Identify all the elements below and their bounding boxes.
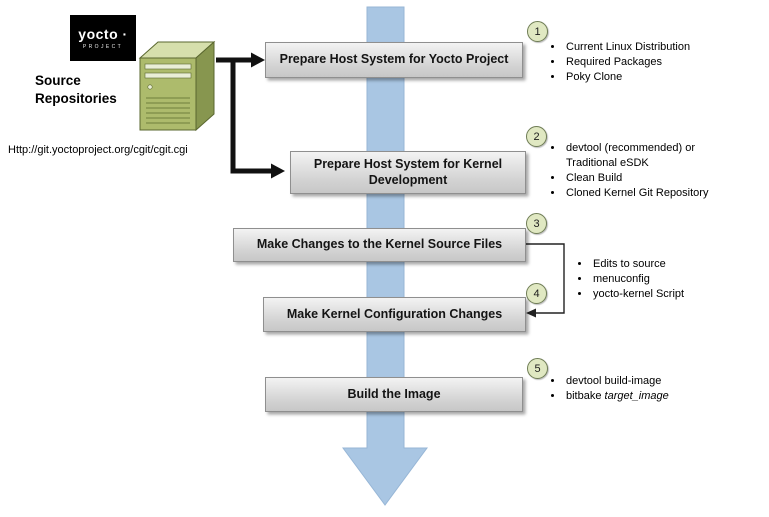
step-number-3: 3 (526, 213, 547, 234)
step-box-3: Make Changes to the Kernel Source Files (233, 228, 526, 262)
step-number-4: 4 (526, 283, 547, 304)
bullet-item: menuconfig (591, 272, 751, 287)
bullet-item: Poky Clone (564, 70, 769, 85)
step-3-label: Make Changes to the Kernel Source Files (256, 237, 503, 252)
bullet-text: bitbake (566, 390, 605, 402)
step-5-label: Build the Image (347, 386, 441, 401)
step-4-label: Make Kernel Configuration Changes (286, 306, 503, 321)
bullet-item: Edits to source (591, 257, 751, 272)
connector-steps-3-4 (525, 243, 565, 318)
source-repositories-label: Source Repositories (35, 73, 117, 107)
bullet-item: devtool (recommended) or Traditional eSD… (564, 141, 769, 171)
step-1-label: Prepare Host System for Yocto Project (279, 52, 509, 67)
bullet-item: Clean Build (564, 171, 769, 186)
bullet-item: yocto-kernel Script (591, 287, 751, 302)
step-box-2: Prepare Host System for Kernel Developme… (290, 151, 526, 194)
yocto-logo-wordmark: yocto · (78, 26, 128, 42)
step-1-bullets: Current Linux Distribution Required Pack… (550, 40, 769, 85)
bullet-italic-text: target_image (604, 390, 669, 402)
source-repository-url: Http://git.yoctoproject.org/cgit/cgit.cg… (8, 144, 188, 156)
yocto-logo-subtitle: PROJECT (82, 44, 124, 50)
server-icon (138, 40, 216, 132)
bullet-item: Cloned Kernel Git Repository (564, 186, 769, 201)
yocto-logo: yocto · PROJECT (70, 15, 136, 61)
arrow-source-to-step1 (216, 52, 265, 68)
bullet-item: devtool build-image (564, 374, 764, 389)
step-number-5: 5 (527, 358, 548, 379)
arrow-source-to-step2 (230, 60, 285, 179)
steps-3-4-shared-bullets: Edits to source menuconfig yocto-kernel … (577, 257, 751, 302)
step-5-bullets: devtool build-image bitbake target_image (550, 374, 764, 404)
step-number-1: 1 (527, 21, 548, 42)
step-box-5: Build the Image (265, 377, 523, 412)
step-box-1: Prepare Host System for Yocto Project (265, 42, 523, 78)
bullet-item: bitbake target_image (564, 389, 764, 404)
step-2-label: Prepare Host System for Kernel Developme… (313, 156, 503, 187)
step-number-2: 2 (526, 126, 547, 147)
step-2-bullets: devtool (recommended) or Traditional eSD… (550, 141, 769, 201)
bullet-item: Required Packages (564, 55, 769, 70)
bullet-item: Current Linux Distribution (564, 40, 769, 55)
step-box-4: Make Kernel Configuration Changes (263, 297, 526, 332)
